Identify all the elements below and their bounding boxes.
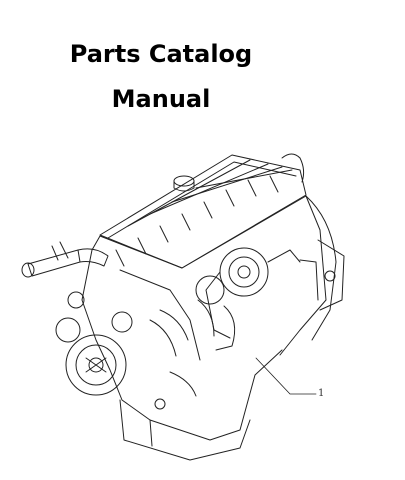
exhaust-manifold bbox=[149, 299, 215, 397]
oil-filler-cap bbox=[173, 175, 195, 192]
engine-illustration bbox=[21, 153, 345, 461]
valve-cover bbox=[99, 154, 307, 269]
turbocharger bbox=[195, 247, 301, 351]
flywheel-housing bbox=[305, 195, 345, 341]
intake-pipe bbox=[21, 241, 109, 278]
callout-leader-line bbox=[255, 357, 317, 395]
callout-number: 1 bbox=[318, 388, 325, 399]
title-line-2: Manual bbox=[111, 85, 211, 113]
oil-pan bbox=[119, 398, 251, 461]
engine-block bbox=[81, 195, 327, 441]
title-line-1: Parts Catalog bbox=[69, 40, 253, 68]
front-pulley bbox=[55, 291, 133, 396]
hoses bbox=[281, 153, 305, 183]
